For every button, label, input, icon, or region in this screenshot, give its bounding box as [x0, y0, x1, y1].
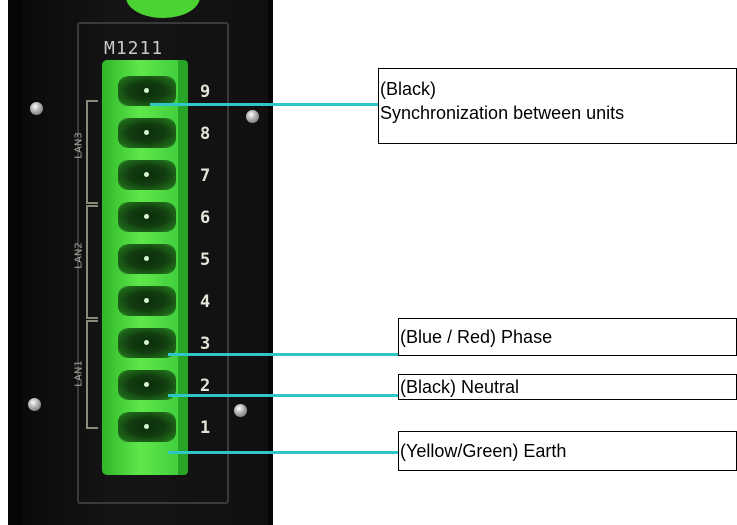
screw-dot	[144, 214, 149, 219]
bracket-label-lan1: LAN1	[73, 360, 85, 387]
bracket-lan2	[86, 205, 98, 319]
pin-number-2: 2	[200, 376, 211, 396]
screw-dot	[144, 130, 149, 135]
leader-line-sync	[150, 103, 380, 106]
screw-dot	[144, 88, 149, 93]
callout-phase: (Blue / Red) Phase	[398, 318, 737, 356]
pin-number-3: 3	[200, 334, 211, 354]
screw-icon	[246, 110, 259, 123]
callout-earth: (Yellow/Green) Earth	[398, 431, 737, 471]
leader-line-earth	[168, 451, 400, 454]
pin-number-5: 5	[200, 250, 211, 270]
callout-sync-line1: (Black)	[380, 79, 437, 99]
terminal-frame	[77, 22, 229, 504]
bracket-label-lan3: LAN3	[73, 132, 85, 159]
bracket-lan1	[86, 320, 98, 429]
model-label: M1211	[104, 38, 164, 59]
pin-number-6: 6	[200, 208, 211, 228]
callout-neutral-text: (Black) Neutral	[400, 377, 520, 397]
bracket-label-lan2: LAN2	[73, 242, 85, 269]
callout-earth-text: (Yellow/Green) Earth	[400, 441, 567, 461]
callout-sync: (Black) Synchronization between units	[378, 68, 737, 144]
screw-icon	[30, 102, 43, 115]
leader-line-phase	[168, 353, 400, 356]
screw-dot	[144, 172, 149, 177]
leader-line-neutral	[168, 394, 400, 397]
connector-edge	[178, 60, 188, 475]
screw-dot	[144, 382, 149, 387]
screw-icon	[234, 404, 247, 417]
bracket-lan3	[86, 100, 98, 204]
pin-number-7: 7	[200, 166, 211, 186]
screw-dot	[144, 424, 149, 429]
pin-number-9: 9	[200, 82, 211, 102]
screw-dot	[144, 256, 149, 261]
top-knob	[126, 0, 200, 18]
pin-number-1: 1	[200, 418, 211, 438]
device-panel: M1211 LAN3 LAN2 LAN1 9 8 7 6	[22, 0, 268, 525]
pin-number-4: 4	[200, 292, 211, 312]
callout-neutral: (Black) Neutral	[398, 374, 737, 400]
callout-sync-line2: Synchronization between units	[380, 103, 625, 123]
screw-dot	[144, 298, 149, 303]
screw-dot	[144, 340, 149, 345]
device-photo: M1211 LAN3 LAN2 LAN1 9 8 7 6	[8, 0, 273, 525]
screw-icon	[28, 398, 41, 411]
callout-phase-text: (Blue / Red) Phase	[400, 327, 553, 347]
pin-number-8: 8	[200, 124, 211, 144]
